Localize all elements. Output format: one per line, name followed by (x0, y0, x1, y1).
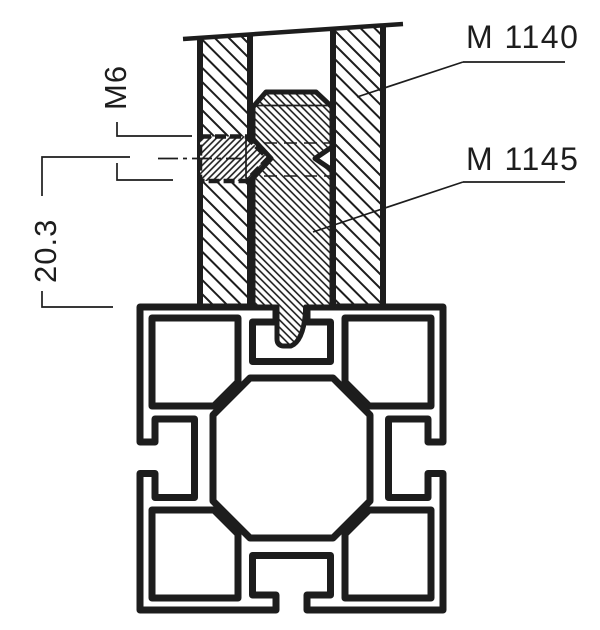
right-clamp-plate-hatch (333, 25, 383, 308)
dimension-20-3-lower-arm (41, 291, 113, 308)
dimension-m6-text: M6 (98, 65, 133, 110)
center-bore-octagon (209, 374, 374, 542)
label-m1140-leader (356, 61, 464, 98)
corner-chamber-top-left (148, 314, 242, 410)
dimension-m6-lower-arm (116, 163, 173, 181)
extrusion-profile (136, 303, 447, 614)
dimension-20-3: 20.3 (28, 156, 130, 308)
right-clamp-plate (330, 25, 386, 308)
label-m1145: M 1145 (466, 141, 579, 177)
label-m1145-group: M 1145 (312, 141, 579, 233)
profile-outer-contour (136, 303, 447, 614)
dimension-20-3-text: 20.3 (28, 219, 63, 283)
label-m1140-group: M 1140 (356, 19, 579, 98)
corner-chamber-bottom-left (148, 506, 242, 602)
dimension-m6: M6 (98, 65, 192, 181)
connector-outline (250, 89, 335, 349)
corner-chamber-bottom-right (341, 506, 435, 602)
corner-chamber-top-right (341, 314, 435, 410)
label-m1145-leader (312, 181, 464, 233)
connector-m1145 (250, 89, 335, 349)
label-m1140: M 1140 (466, 19, 579, 55)
dimension-m6-upper-arm (116, 122, 192, 137)
dimension-20-3-upper-arm (41, 156, 130, 196)
break-line (182, 21, 404, 42)
